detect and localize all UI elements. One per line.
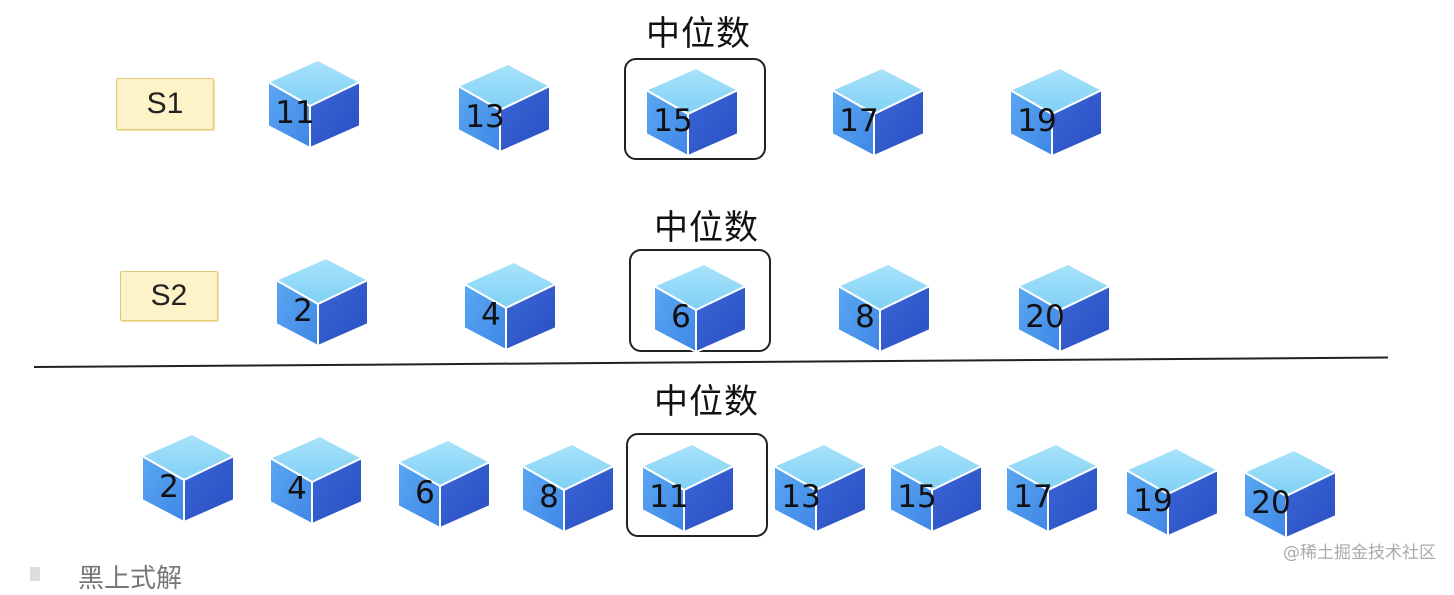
cube-value: 19 — [1133, 483, 1173, 519]
cube-value: 13 — [465, 99, 505, 135]
value-cube: 20 — [1242, 444, 1338, 540]
value-cube: 15 — [644, 62, 740, 158]
median-frame-s1 — [624, 58, 766, 160]
cube-value: 4 — [287, 471, 307, 507]
value-cube: 4 — [462, 256, 558, 352]
value-cube: 17 — [1004, 438, 1100, 534]
value-cube: 20 — [1016, 258, 1112, 354]
bottom-edge-mark — [30, 567, 40, 581]
value-cube: 2 — [274, 252, 370, 348]
value-cube: 17 — [830, 62, 926, 158]
value-cube: 15 — [888, 438, 984, 534]
value-cube: 8 — [520, 438, 616, 534]
cube-value: 17 — [1013, 479, 1053, 515]
bottom-partial-text: 黑上式解 — [78, 564, 183, 594]
divider-line — [33, 356, 1388, 368]
cube-value: 17 — [839, 103, 879, 139]
cube-value: 2 — [159, 469, 179, 505]
cube-value: 11 — [275, 95, 315, 131]
median-title-merged: 中位数 — [654, 382, 759, 422]
set-label-s2: S2 — [120, 271, 218, 321]
value-cube: 19 — [1008, 62, 1104, 158]
cube-value: 8 — [539, 479, 559, 515]
value-cube: 13 — [456, 58, 552, 154]
cube-value: 13 — [781, 479, 821, 515]
cube-value: 6 — [415, 475, 435, 511]
cube-value: 15 — [653, 103, 693, 139]
value-cube: 4 — [268, 430, 364, 526]
value-cube: 2 — [140, 428, 236, 524]
value-cube: 11 — [640, 438, 736, 534]
median-title-s2: 中位数 — [654, 208, 759, 248]
median-title-s1: 中位数 — [646, 14, 751, 54]
value-cube: 19 — [1124, 442, 1220, 538]
value-cube: 11 — [266, 54, 362, 150]
set-label-s1: S1 — [116, 78, 214, 130]
value-cube: 6 — [652, 258, 748, 354]
cube-value: 6 — [671, 299, 691, 335]
cube-value: 2 — [293, 293, 313, 329]
cube-value: 20 — [1025, 299, 1065, 335]
cube-value: 15 — [897, 479, 937, 515]
median-frame-merged — [626, 433, 768, 537]
cube-value: 8 — [855, 299, 875, 335]
cube-value: 19 — [1017, 103, 1057, 139]
value-cube: 6 — [396, 434, 492, 530]
value-cube: 13 — [772, 438, 868, 534]
cube-value: 11 — [649, 479, 689, 515]
cube-value: 4 — [481, 297, 501, 333]
watermark: @稀土掘金技术社区 — [1283, 543, 1436, 563]
cube-value: 20 — [1251, 485, 1291, 521]
value-cube: 8 — [836, 258, 932, 354]
